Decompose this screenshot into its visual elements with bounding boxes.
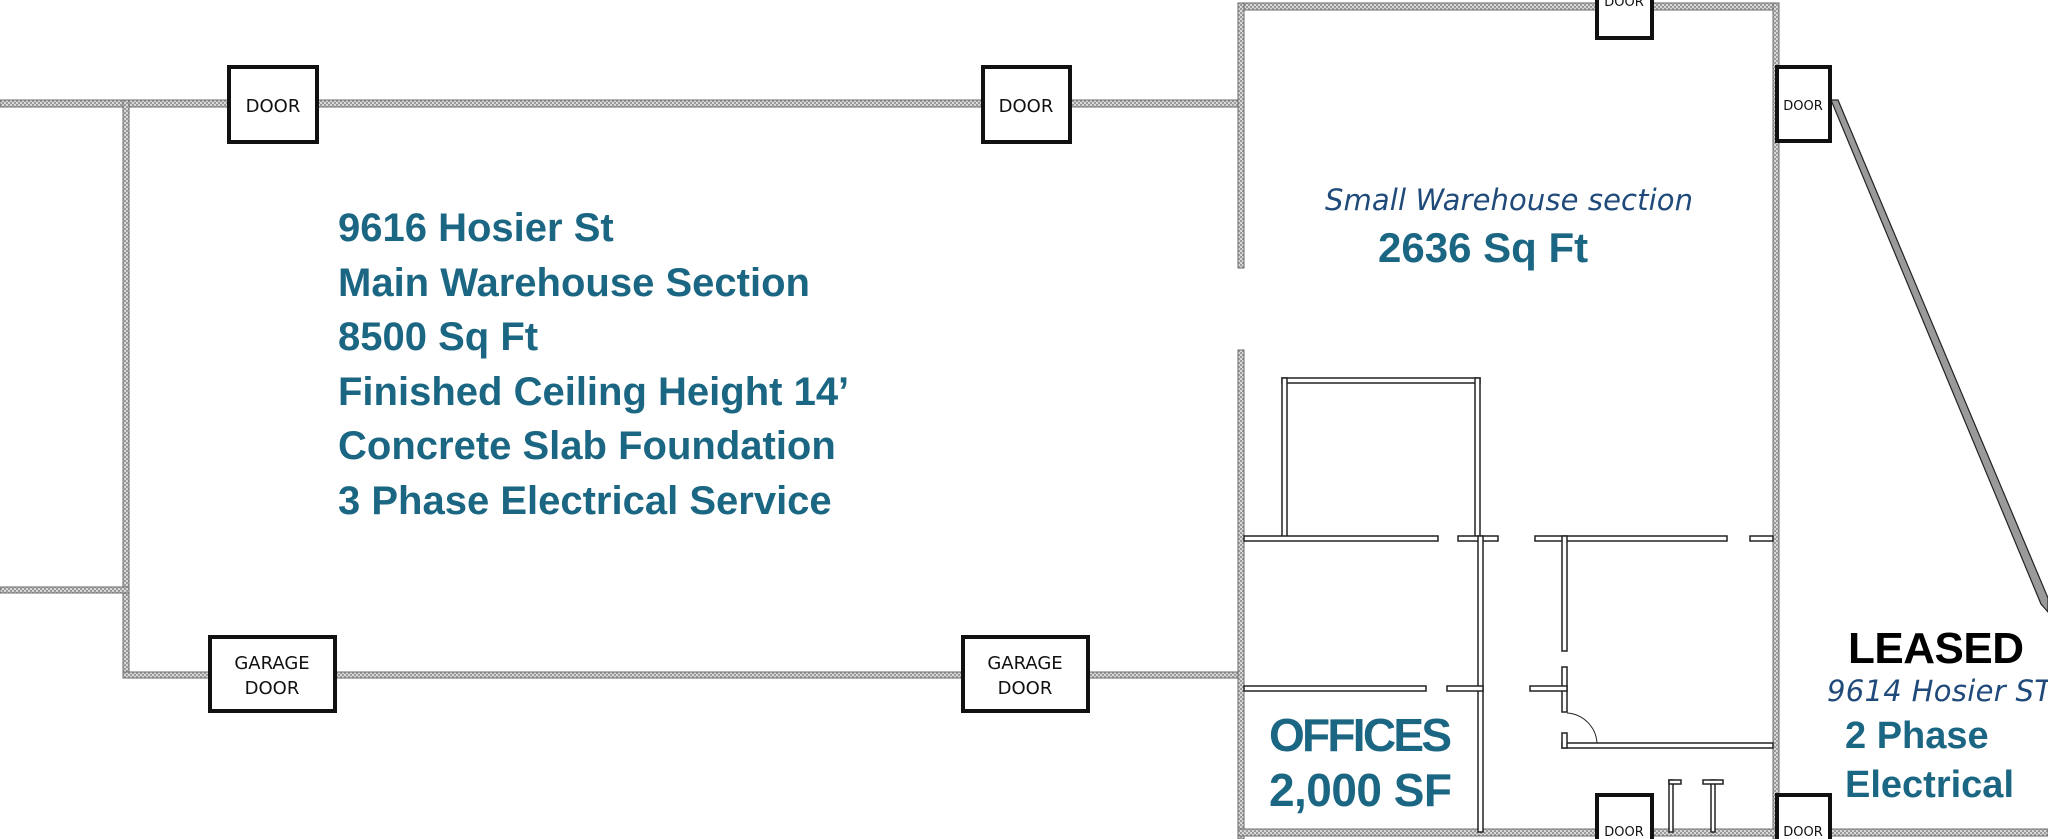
small-warehouse-title: Small Warehouse section: [1325, 183, 1693, 217]
main-ceiling-height: Finished Ceiling Height 14’: [338, 370, 849, 414]
svg-text:GARAGE: GARAGE: [234, 653, 309, 674]
small-warehouse-area: 2636 Sq Ft: [1378, 224, 1588, 271]
svg-text:DOOR: DOOR: [1783, 825, 1823, 839]
office-interior-walls: [1243, 377, 1774, 833]
leased-electrical-line1: 2 Phase: [1845, 715, 1989, 757]
door-bottom-offices[interactable]: DOOR: [1595, 793, 1654, 839]
leased-status: LEASED: [1848, 624, 2024, 673]
svg-text:DOOR: DOOR: [245, 678, 300, 699]
svg-text:GARAGE: GARAGE: [987, 653, 1062, 674]
svg-text:DOOR: DOOR: [246, 96, 301, 117]
offices-label: OFFICES: [1269, 709, 1452, 761]
leased-electrical-line2: Electrical: [1845, 764, 2014, 806]
garage-door-right[interactable]: GARAGE DOOR: [961, 635, 1090, 713]
door-main-top-right[interactable]: DOOR: [981, 65, 1072, 144]
leased-address: 9614 Hosier ST: [1827, 674, 2048, 708]
offices-area: 2,000 SF: [1269, 764, 1452, 816]
svg-text:DOOR: DOOR: [1604, 825, 1644, 839]
door-small-right[interactable]: DOOR: [1775, 65, 1832, 143]
svg-text:DOOR: DOOR: [1783, 99, 1823, 114]
svg-text:DOOR: DOOR: [999, 96, 1054, 117]
main-electrical: 3 Phase Electrical Service: [338, 479, 832, 523]
garage-door-left[interactable]: GARAGE DOOR: [208, 635, 337, 713]
main-warehouse-info: 9616 Hosier St Main Warehouse Section 85…: [338, 206, 849, 523]
main-address: 9616 Hosier St: [338, 206, 614, 250]
door-bottom-leased[interactable]: DOOR: [1775, 793, 1832, 839]
main-area: 8500 Sq Ft: [338, 315, 538, 359]
svg-text:DOOR: DOOR: [998, 678, 1053, 699]
door-main-top-left[interactable]: DOOR: [227, 65, 319, 144]
svg-text:DOOR: DOOR: [1604, 0, 1644, 10]
main-section-name: Main Warehouse Section: [338, 261, 810, 305]
door-small-top[interactable]: DOOR: [1595, 0, 1654, 40]
main-foundation: Concrete Slab Foundation: [338, 424, 836, 468]
leased-unit-walls: [1830, 99, 2048, 613]
